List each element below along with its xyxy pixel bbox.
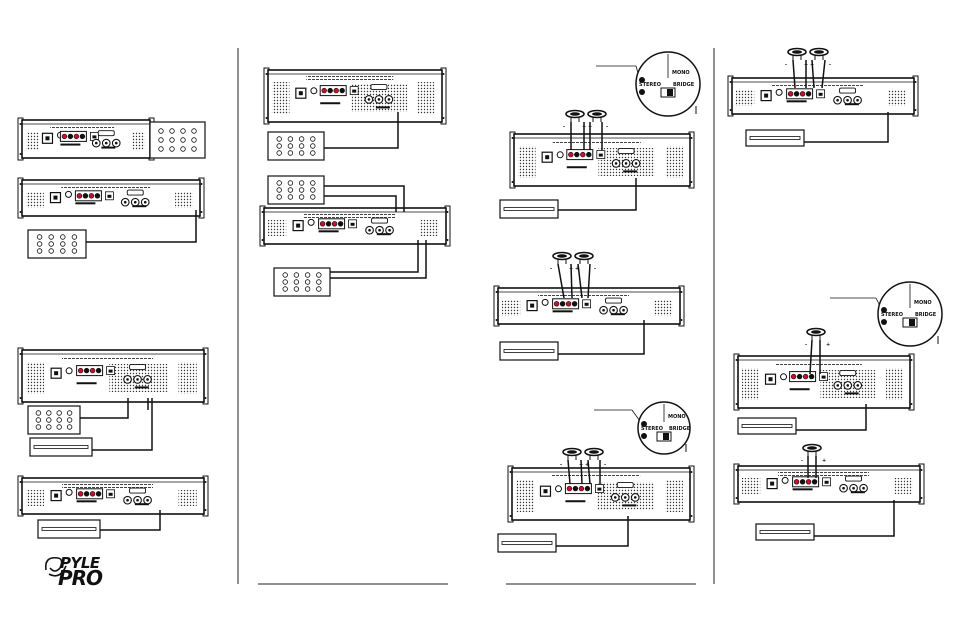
mixer-col2-b <box>267 175 325 205</box>
amp-col1-c <box>17 347 209 405</box>
mixer-col2-c <box>273 267 331 297</box>
cable-col3-a5 <box>558 178 637 211</box>
speaker-col3-b-right <box>574 251 594 264</box>
speaker-col4-c <box>802 443 822 456</box>
cable-col4-a4 <box>821 59 826 89</box>
bridge-label: BRIDGE <box>669 426 691 432</box>
cable-col4-a1 <box>792 59 796 89</box>
brand-line1: PYLE <box>60 554 100 572</box>
speaker-polarity-label: + <box>582 124 586 130</box>
cable-col2-c1 <box>330 240 427 279</box>
cable-col2-b1 <box>324 185 405 212</box>
bridge-label: BRIDGE <box>915 312 937 318</box>
speaker-polarity-label: - <box>550 266 552 272</box>
cable-col1-b <box>86 210 197 243</box>
speaker-polarity-label: - <box>829 62 831 68</box>
speaker-col3-a-right <box>587 109 607 122</box>
speaker-polarity-label: - <box>785 62 787 68</box>
speaker-col3-b-left <box>552 251 572 264</box>
mono-label: MONO <box>672 70 690 76</box>
mixer-col1-b <box>27 229 87 259</box>
cable-col3-c1 <box>567 459 571 485</box>
mode-switch-callout-col3-a: MONO STEREO BRIDGE <box>596 51 701 117</box>
mode-switch-callout-col3-c: MONO STEREO BRIDGE <box>594 401 691 455</box>
bridge-label: BRIDGE <box>673 82 695 88</box>
cable-col4-b1 <box>809 339 813 375</box>
mixer-col2-a <box>267 131 325 161</box>
speaker-polarity-label: - <box>560 462 562 468</box>
amp-col2-a <box>263 67 447 125</box>
speaker-col3-a-left <box>565 109 585 122</box>
speaker-polarity-label: + <box>810 62 814 68</box>
cable-col3-c5 <box>556 516 629 547</box>
speaker-polarity-label: + <box>804 62 808 68</box>
cd-col1-d <box>37 519 101 539</box>
amp-col3-c <box>507 465 695 523</box>
cable-col2-b2 <box>324 195 397 212</box>
cable-col4-a3 <box>811 59 815 89</box>
cable-col1-d <box>100 510 161 531</box>
brand-line2: PRO <box>58 566 103 590</box>
speaker-polarity-label: - <box>805 342 807 348</box>
cable-col3-c3 <box>587 459 591 485</box>
cable-col2-a <box>324 112 399 149</box>
cable-col3-c2 <box>580 459 583 485</box>
speaker-polarity-label: + <box>822 458 826 464</box>
speaker-polarity-label: + <box>826 342 830 348</box>
speaker-polarity-label: + <box>588 124 592 130</box>
cd-col3-a <box>499 199 559 219</box>
speaker-polarity-label: + <box>575 266 579 272</box>
amp-col2-b <box>259 205 451 247</box>
speaker-col4-a-left <box>787 47 807 60</box>
mono-label: MONO <box>668 414 686 420</box>
speaker-polarity-label: - <box>594 266 596 272</box>
cd-col4-b <box>737 417 797 435</box>
speaker-polarity-label: + <box>569 266 573 272</box>
speaker-polarity-label: - <box>606 124 608 130</box>
mode-switch-callout-col4-b: MONO STEREO BRIDGE <box>830 281 943 347</box>
cd-col3-c <box>497 533 557 553</box>
cd-col1-c <box>29 437 93 457</box>
speaker-polarity-label: - <box>801 458 803 464</box>
cable-col3-b2 <box>570 263 573 299</box>
speaker-col3-c-right <box>584 447 604 460</box>
amp-col1-a <box>17 117 155 161</box>
cable-col3-b4 <box>587 263 591 299</box>
amp-col3-b <box>493 285 685 327</box>
cd-col4-c <box>755 523 815 541</box>
cable-col1-c2 <box>92 398 153 451</box>
mono-label: MONO <box>914 300 932 306</box>
amp-col4-b <box>733 353 915 411</box>
amp-col1-d <box>17 475 209 517</box>
speaker-col4-a-right <box>809 47 829 60</box>
speaker-polarity-label: + <box>579 462 583 468</box>
cd-col4-a <box>745 129 805 147</box>
speaker-polarity-label: - <box>604 462 606 468</box>
cable-col4-c3 <box>814 500 895 537</box>
cable-col4-a5 <box>804 112 889 143</box>
speaker-polarity-label: - <box>563 124 565 130</box>
cable-col1-c1 <box>80 398 129 419</box>
stereo-label: STEREO <box>639 82 661 88</box>
mixer-col1-a <box>149 121 206 159</box>
amp-col4-c <box>733 463 925 505</box>
mixer-col1-c <box>27 405 81 435</box>
cable-col3-b5 <box>558 320 645 355</box>
stereo-label: STEREO <box>641 426 663 432</box>
speaker-col4-b <box>806 327 826 340</box>
cable-col3-b3 <box>577 263 583 299</box>
speaker-col3-c-left <box>562 447 582 460</box>
stereo-label: STEREO <box>881 312 903 318</box>
cable-col3-b1 <box>557 263 565 299</box>
cable-col2-c2 <box>330 240 419 273</box>
speaker-polarity-label: + <box>585 462 589 468</box>
cd-col3-b <box>499 341 559 361</box>
amp-col1-b <box>17 177 205 219</box>
cable-col4-b3 <box>796 404 867 431</box>
